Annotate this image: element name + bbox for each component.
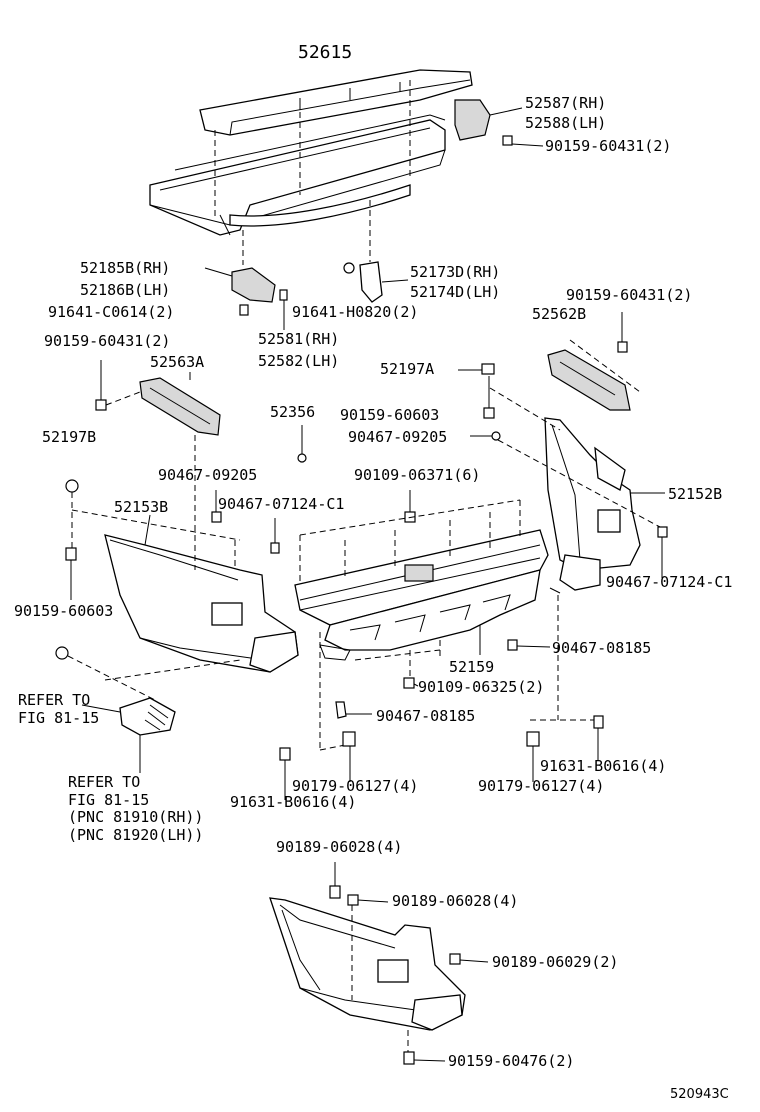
label-l52197a: 52197A (380, 360, 434, 378)
label-l52186b: 52186B(LH) (80, 281, 170, 299)
bracket-52173d (343, 261, 409, 303)
label-l9015960603b: 90159-60603 (14, 602, 113, 620)
bumper-side-rh-52152b (489, 387, 668, 782)
label-l9046708185a: 90467-08185 (552, 639, 651, 657)
label-l9015960431c: 90159-60431(2) (44, 332, 170, 350)
label-l9046708185b: 90467-08185 (376, 707, 475, 725)
bumper-center-52159 (279, 499, 551, 800)
bumper-absorber-52615 (199, 69, 473, 136)
label-l9046709205a: 90467-09205 (348, 428, 447, 446)
label-l91631b0616a: 91631-B0616(4) (540, 757, 666, 775)
bracket-52185b (204, 267, 288, 330)
lamp-refer-fig-81-15 (55, 646, 241, 773)
label-l52173d: 52173D(RH) (410, 263, 500, 281)
guide-lines-top (214, 80, 411, 265)
label-l52152b: 52152B (668, 485, 722, 503)
label-lrefer2a: REFER TO (68, 773, 140, 791)
label-l52153b: 52153B (114, 498, 168, 516)
label-l9015960476: 90159-60476(2) (448, 1052, 574, 1070)
label-l52563a: 52563A (150, 353, 204, 371)
label-l52562b: 52562B (532, 305, 586, 323)
label-l9046707124a: 90467-07124-C1 (218, 495, 344, 513)
label-lrefer2b: FIG 81-15 (68, 791, 149, 809)
bumper-reinforcement (149, 114, 446, 236)
label-l52197b: 52197B (42, 428, 96, 446)
label-l9015960431b: 90159-60431(2) (566, 286, 692, 304)
label-lrefer1a: REFER TO (18, 691, 90, 709)
bumper-lower-view (269, 862, 489, 1065)
label-l52185b: 52185B(RH) (80, 259, 170, 277)
label-l52615: 52615 (298, 42, 352, 63)
label-l91631b0616b: 91631-B0616(4) (230, 793, 356, 811)
label-l9046709205b: 90467-09205 (158, 466, 257, 484)
label-l9015960431a: 90159-60431(2) (545, 137, 671, 155)
bracket-52563a (95, 360, 221, 436)
label-l52356: 52356 (270, 403, 315, 421)
label-l9015960603a: 90159-60603 (340, 406, 439, 424)
part-number-labels: 52615 52587(RH) 52588(LH) 90159-60431(2) 521… (14, 42, 732, 1102)
label-l9018906028a: 90189-06028(4) (276, 838, 402, 856)
label-l52581: 52581(RH) (258, 330, 339, 348)
label-l91641c: 91641-C0614(2) (48, 303, 174, 321)
label-l9017906127b: 90179-06127(4) (478, 777, 604, 795)
label-l9017906127a: 90179-06127(4) (292, 777, 418, 795)
label-l9010906325: 90109-06325(2) (418, 678, 544, 696)
label-l52174d: 52174D(LH) (410, 283, 500, 301)
label-lrefer1b: FIG 81-15 (18, 709, 99, 727)
label-l9046707124b: 90467-07124-C1 (606, 573, 732, 591)
label-l9018906029: 90189-06029(2) (492, 953, 618, 971)
label-l52587: 52587(RH) (525, 94, 606, 112)
label-l9018906028b: 90189-06028(4) (392, 892, 518, 910)
label-l52159: 52159 (449, 658, 494, 676)
bracket-52562b (547, 312, 641, 411)
bracket-52587 (454, 99, 544, 147)
label-lpnc1: (PNC 81910(RH)) (68, 808, 203, 826)
label-l91641h: 91641-H0820(2) (292, 303, 418, 321)
fasteners-center (211, 363, 501, 554)
label-l52582: 52582(LH) (258, 352, 339, 370)
bumper-side-lh-52153b (65, 435, 299, 673)
label-lpnc2: (PNC 81920(LH)) (68, 826, 203, 844)
label-l52588: 52588(LH) (525, 114, 606, 132)
label-l9010906371: 90109-06371(6) (354, 466, 480, 484)
label-lfig: 520943C (670, 1087, 729, 1102)
